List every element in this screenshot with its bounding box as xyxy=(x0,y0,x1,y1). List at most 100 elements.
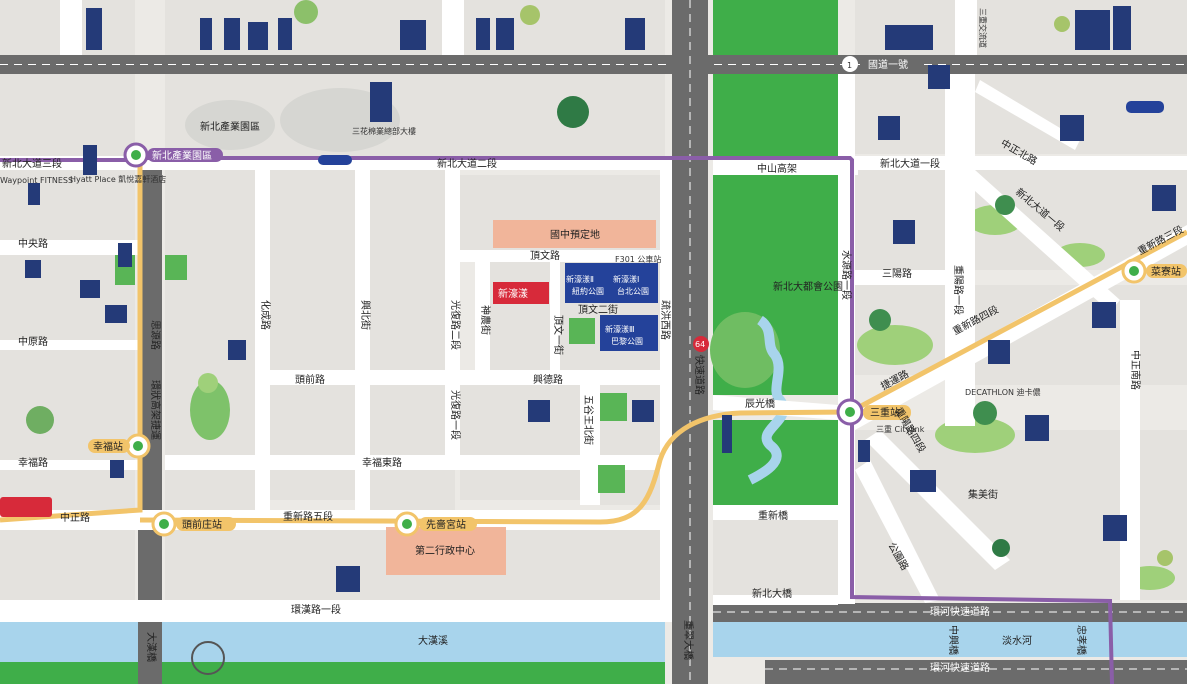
svg-text:幸福路: 幸福路 xyxy=(18,456,48,469)
mrt-station-icon xyxy=(845,407,855,417)
building-icon xyxy=(878,116,900,140)
building-icon xyxy=(722,415,732,453)
svg-text:重翠大橋: 重翠大橋 xyxy=(682,620,695,660)
hwy-1-badge: 1 國道一號 xyxy=(842,56,922,72)
building-icon xyxy=(928,65,950,89)
svg-text:光復路一段: 光復路一段 xyxy=(449,390,462,440)
dahan-river xyxy=(0,622,665,662)
svg-text:幸福東路: 幸福東路 xyxy=(362,456,402,469)
building-icon xyxy=(228,340,246,360)
svg-text:環狀高架捷運: 環狀高架捷運 xyxy=(149,380,162,440)
svg-text:新北大道一段: 新北大道一段 xyxy=(880,157,940,170)
metro-park-north xyxy=(713,74,838,159)
brand-logo-box xyxy=(493,282,549,304)
mrt-station-icon xyxy=(402,519,412,529)
svg-text:環河快速道路: 環河快速道路 xyxy=(930,605,990,618)
national-school-label: 國中預定地 xyxy=(550,228,600,241)
svg-text:中央路: 中央路 xyxy=(18,237,48,250)
building-icon xyxy=(476,18,490,50)
f301-label: F301 公車站 xyxy=(615,254,661,264)
svg-text:頂文路: 頂文路 xyxy=(530,249,560,262)
sanhe-label: 三花棉業總部大樓 xyxy=(352,126,416,136)
svg-text:興北街: 興北街 xyxy=(359,300,372,330)
site-3-sub: 巴黎公園 xyxy=(611,336,643,346)
tree-icon xyxy=(869,309,891,331)
building-icon xyxy=(1152,185,1176,211)
svg-text:64: 64 xyxy=(695,340,705,349)
building-icon xyxy=(988,340,1010,364)
building-icon xyxy=(496,18,514,50)
tree-icon xyxy=(992,539,1010,557)
mrt-stations[interactable]: 新北產業園區 幸福站 頭前庄站 先嗇宮站 三重站 xyxy=(88,142,1187,537)
brand-logo: 新濠漾 xyxy=(498,287,528,300)
road-label: 國道一號 xyxy=(868,58,908,71)
tree-icon xyxy=(294,0,318,24)
building-icon xyxy=(110,460,124,478)
svg-text:光復路二段: 光復路二段 xyxy=(449,300,462,350)
building-icon xyxy=(632,400,654,422)
svg-text:重新路五段: 重新路五段 xyxy=(283,510,333,523)
building-icon xyxy=(1075,10,1110,50)
svg-text:淡水河: 淡水河 xyxy=(1002,635,1032,647)
building-icon xyxy=(83,145,97,175)
svg-text:新北大道三段: 新北大道三段 xyxy=(2,157,62,170)
site-1-sub: 台北公園 xyxy=(617,286,649,296)
station-xingfu[interactable]: 幸福站 xyxy=(88,433,151,459)
road-labels: 新北大道三段 新北大道二段 中山高架 新北大道一段 中央路 中原路 幸福路 中正… xyxy=(2,157,1032,674)
building-icon xyxy=(1060,115,1084,141)
key-sites xyxy=(386,220,658,575)
site-2-box xyxy=(565,263,610,303)
svg-text:頭前路: 頭前路 xyxy=(295,373,325,386)
svg-text:疏洪西路: 疏洪西路 xyxy=(659,300,672,340)
svg-text:環河快速道路: 環河快速道路 xyxy=(930,661,990,674)
station-label: 三重站 xyxy=(870,406,900,419)
svg-text:五谷王北街: 五谷王北街 xyxy=(582,395,595,445)
station-label: 幸福站 xyxy=(93,440,123,453)
svg-text:頂文二街: 頂文二街 xyxy=(578,303,618,316)
tree-icon xyxy=(557,96,589,128)
svg-text:集美街: 集美街 xyxy=(968,488,998,501)
svg-text:辰光橋: 辰光橋 xyxy=(745,397,775,410)
svg-text:大漢橋: 大漢橋 xyxy=(145,632,158,662)
site-1-title: 新濠漾Ⅰ xyxy=(613,274,639,284)
danshui-river xyxy=(713,622,1187,657)
tree-icon xyxy=(198,373,218,393)
building-icons xyxy=(25,6,1176,592)
station-label: 菜寮站 xyxy=(1151,265,1181,278)
building-icon xyxy=(370,82,392,122)
building-icon xyxy=(86,8,102,50)
svg-text:中山高架: 中山高架 xyxy=(757,162,797,175)
svg-text:頂文一街: 頂文一街 xyxy=(552,315,565,355)
svg-text:重陽路一段: 重陽路一段 xyxy=(952,265,965,315)
second-admin-label: 第二行政中心 xyxy=(415,544,475,557)
bus-icon xyxy=(0,497,52,517)
station-xianse[interactable]: 先嗇宮站 xyxy=(394,511,477,537)
station-toudian[interactable]: 頭前庄站 xyxy=(151,511,236,537)
mrt-station-icon xyxy=(131,150,141,160)
building-icon xyxy=(105,305,127,323)
mrt-station-icon xyxy=(159,519,169,529)
tree-icon xyxy=(1157,550,1173,566)
decathlon-label: DECATHLON 迪卡儂 xyxy=(965,387,1041,397)
car-icon xyxy=(1126,101,1164,113)
huanhe-expressway xyxy=(713,603,1187,622)
zhongshan-park-top xyxy=(713,0,838,55)
svg-text:大漢溪: 大漢溪 xyxy=(418,634,448,647)
tree-icon xyxy=(26,406,54,434)
station-label: 頭前庄站 xyxy=(182,518,222,531)
station-caiyuan[interactable]: 菜寮站 xyxy=(1121,258,1187,284)
hwy-64-badge: 64 xyxy=(693,336,709,352)
tree-icon xyxy=(973,401,997,425)
station-xinbei-industrial[interactable]: 新北產業園區 xyxy=(123,142,223,168)
svg-text:新北大都會公園: 新北大都會公園 xyxy=(773,280,843,293)
svg-text:快速道路: 快速道路 xyxy=(693,355,706,395)
building-icon xyxy=(1103,515,1127,541)
station-sanchong[interactable]: 三重站 xyxy=(836,398,911,426)
building-icon xyxy=(1025,415,1049,441)
building-icon xyxy=(625,18,645,50)
mrt-station-icon xyxy=(1129,266,1139,276)
tree-icon xyxy=(191,641,225,675)
site-1-box xyxy=(610,263,658,303)
svg-text:重新橋: 重新橋 xyxy=(758,509,788,522)
